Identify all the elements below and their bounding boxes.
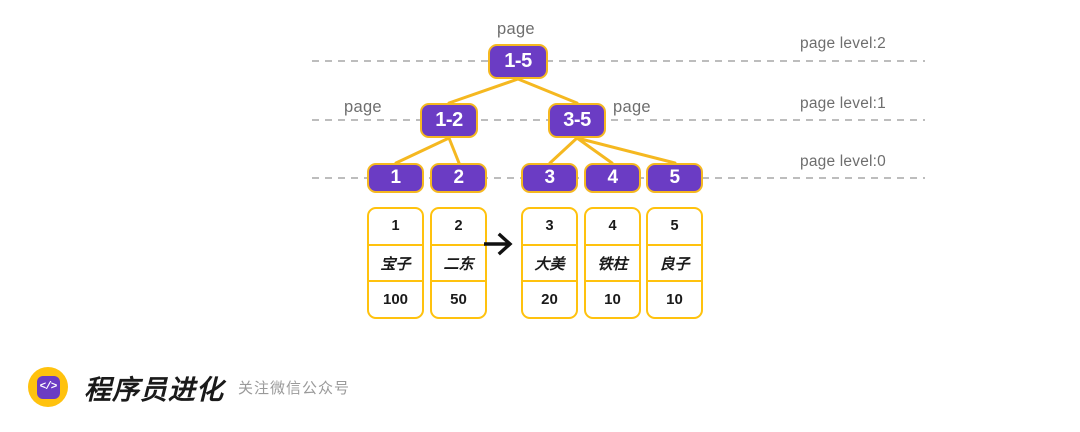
page-label-top: page [497,20,535,38]
tree-node-leaf-1[interactable]: 1 [367,163,424,193]
edge-1-2-to-leaf-1 [394,136,451,165]
edge-1-2-to-leaf-2 [447,136,461,165]
edge-3-5-to-leaf-5 [575,136,677,165]
record-card-4[interactable]: 4 铁柱 10 [584,207,641,319]
record-name: 良子 [648,246,701,283]
record-name: 二东 [432,246,485,283]
level-label-0: page level:0 [800,153,886,170]
record-id: 2 [432,209,485,246]
tree-node-root-1-5[interactable]: 1-5 [488,44,548,79]
record-value: 20 [541,291,558,309]
tree-node-leaf-2[interactable]: 2 [430,163,487,193]
record-card-2[interactable]: 2 二东 50 [430,207,487,319]
tree-node-leaf-4[interactable]: 4 [584,163,641,193]
page-label-left: page [344,98,382,116]
brand-tagline: 关注微信公众号 [238,378,351,397]
tree-node-leaf-3[interactable]: 3 [521,163,578,193]
record-card-1[interactable]: 1 宝子 100 [367,207,424,319]
code-brackets-icon: </> [36,375,60,399]
record-id: 1 [369,209,422,246]
page-label-right: page [613,98,651,116]
record-name: 宝子 [369,246,422,283]
brand-logo-icon: </> [28,367,68,407]
right-arrow-icon [484,232,513,256]
tree-node-3-5[interactable]: 3-5 [548,103,606,138]
tree-node-1-2[interactable]: 1-2 [420,103,478,138]
edge-3-5-to-leaf-3 [548,136,579,165]
edge-root-to-1-2 [447,77,520,105]
record-card-5[interactable]: 5 良子 10 [646,207,703,319]
record-id: 3 [523,209,576,246]
edge-root-to-3-5 [516,77,579,105]
record-value: 10 [604,291,621,309]
record-value: 10 [666,291,683,309]
record-value: 50 [450,291,467,309]
edge-3-5-to-leaf-4 [575,136,614,165]
record-id: 5 [648,209,701,246]
record-name: 铁柱 [586,246,639,283]
tree-connectors [394,77,677,165]
footer-watermark: </> 程序员进化 关注微信公众号 [28,366,350,408]
record-name: 大美 [523,246,576,283]
record-value: 100 [382,291,409,309]
level-label-2: page level:2 [800,35,886,52]
tree-node-leaf-5[interactable]: 5 [646,163,703,193]
brand-name: 程序员进化 [84,374,224,406]
level-label-1: page level:1 [800,95,886,112]
level-guides [312,60,925,179]
record-card-3[interactable]: 3 大美 20 [521,207,578,319]
record-id: 4 [586,209,639,246]
